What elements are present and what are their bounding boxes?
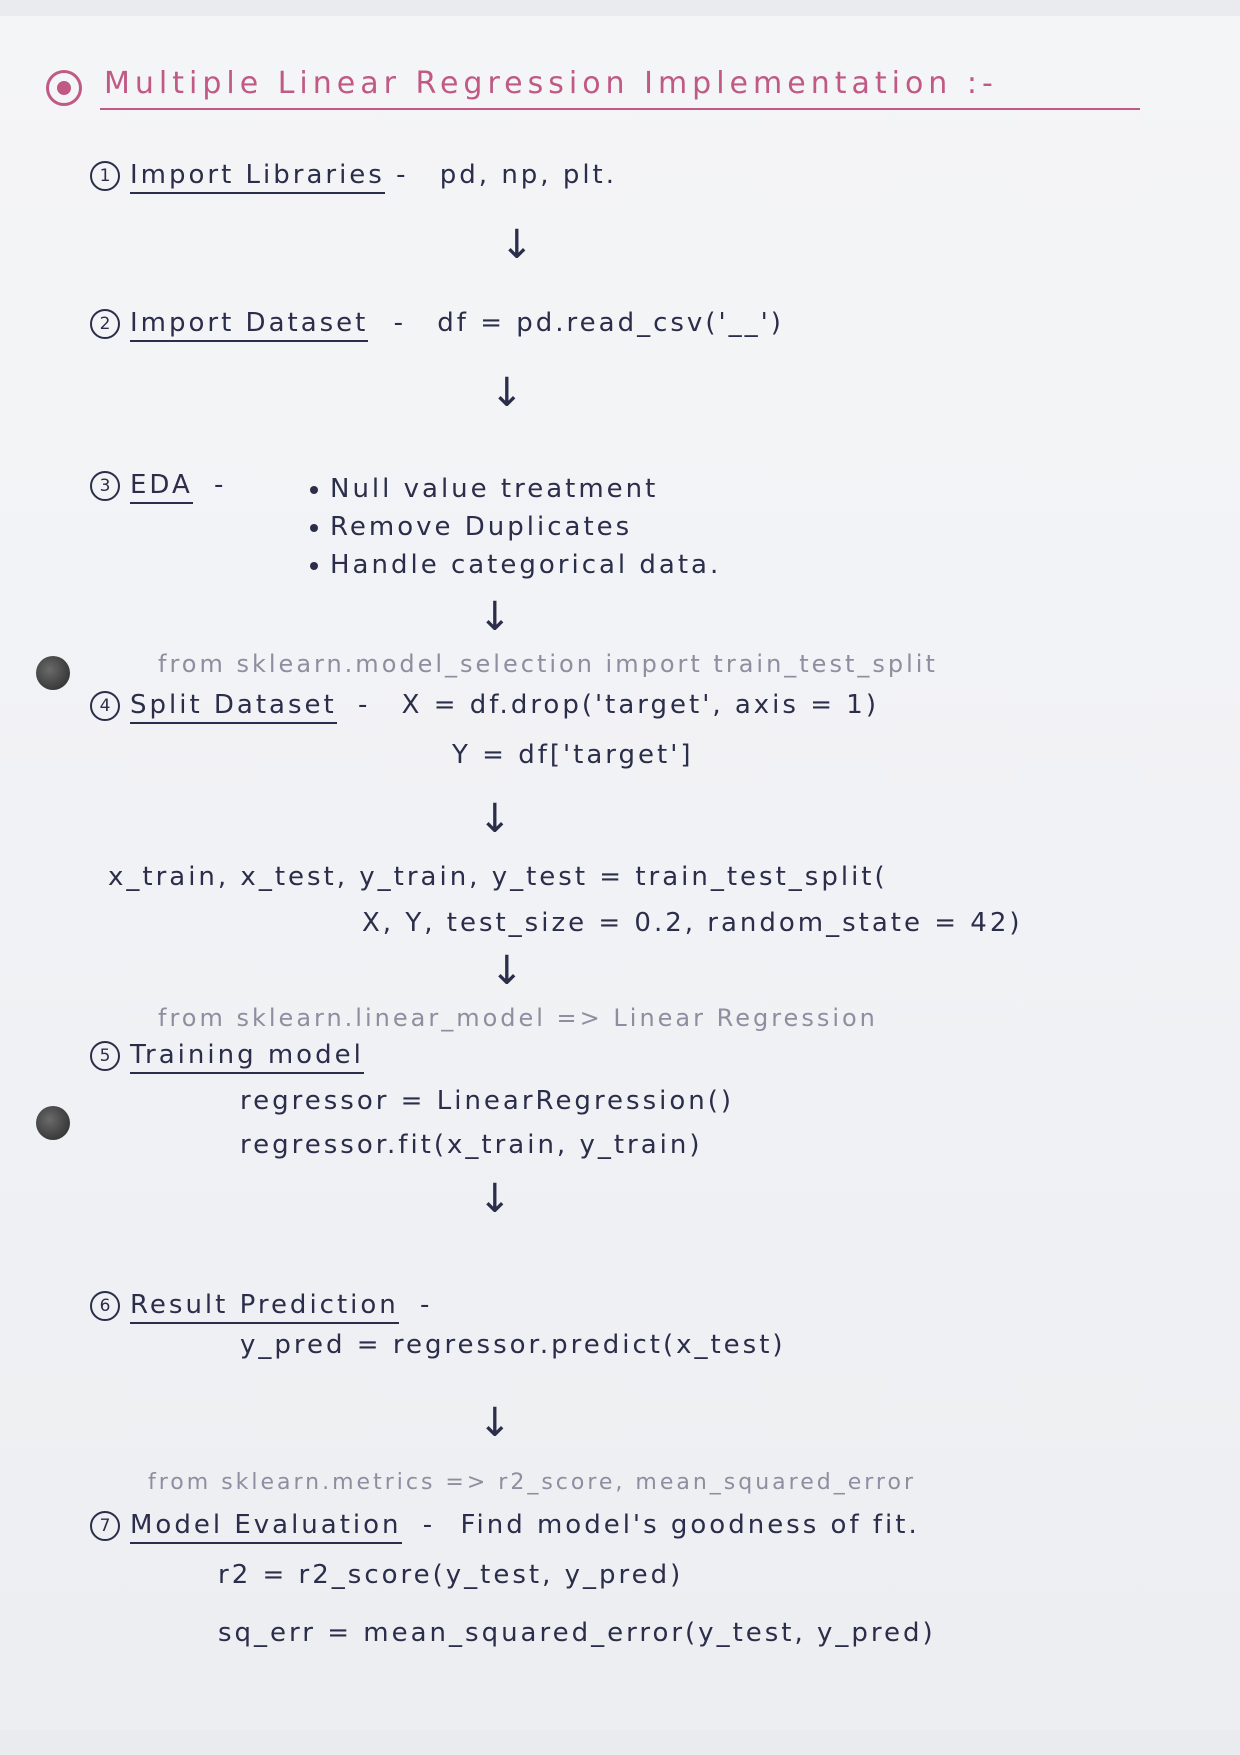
import-note: from sklearn.model_selection import trai… <box>158 650 938 678</box>
step-1: 1 Import Libraries - pd, np, plt. <box>90 160 618 194</box>
step-separator: - <box>214 470 227 500</box>
title-bullet-icon <box>46 70 82 106</box>
bullet-dot-icon <box>310 523 318 532</box>
step-5: 5 Training model <box>90 1040 364 1074</box>
step-separator: - <box>358 690 371 720</box>
step-number: 3 <box>90 470 120 501</box>
step-number: 2 <box>90 308 120 339</box>
step-2: 2 Import Dataset - df = pd.read_csv('__') <box>90 308 784 342</box>
step-description: Find model's goodness of fit. <box>460 1510 920 1540</box>
step-number: 4 <box>90 690 120 721</box>
step-code: y_pred = regressor.predict(x_test) <box>240 1330 786 1360</box>
step-separator: - <box>396 160 409 190</box>
step-code: X = df.drop('target', axis = 1) <box>401 690 879 720</box>
step-4: 4 Split Dataset - X = df.drop('target', a… <box>90 690 879 724</box>
step-label: Model Evaluation <box>130 1510 402 1544</box>
punch-hole-top <box>36 656 70 690</box>
step-code: regressor = LinearRegression() <box>240 1086 735 1116</box>
down-arrow-icon: ↓ <box>500 222 534 268</box>
step-code: pd, np, plt. <box>439 160 618 190</box>
step-code: sq_err = mean_squared_error(y_test, y_pr… <box>218 1618 936 1648</box>
step-number: 7 <box>90 1510 120 1541</box>
step-3: 3 EDA - <box>90 470 227 504</box>
step-label: Split Dataset <box>130 690 337 724</box>
down-arrow-icon: ↓ <box>478 796 512 842</box>
step-number: 6 <box>90 1290 120 1321</box>
title-underline <box>100 108 1140 110</box>
import-note: from sklearn.linear_model => Linear Regr… <box>158 1004 878 1032</box>
bullet-item: Remove Duplicates <box>310 508 721 546</box>
notebook-page <box>0 16 1240 1730</box>
step-label: Import Dataset <box>130 308 369 342</box>
down-arrow-icon: ↓ <box>478 594 512 640</box>
bullet-item: Null value treatment <box>310 470 721 508</box>
step-separator: - <box>422 1510 436 1540</box>
step-label: Result Prediction <box>130 1290 399 1324</box>
step-code: Y = df['target'] <box>452 740 694 770</box>
step-code: regressor.fit(x_train, y_train) <box>240 1130 703 1160</box>
step-7: 7 Model Evaluation - Find model's goodnes… <box>90 1510 920 1544</box>
bullet-item: Handle categorical data. <box>310 546 721 584</box>
split-code-line: x_train, x_test, y_train, y_test = train… <box>108 862 888 892</box>
step-code: df = pd.read_csv('__') <box>437 308 784 338</box>
eda-bullet-list: Null value treatment Remove Duplicates H… <box>310 470 721 584</box>
page-title: Multiple Linear Regression Implementatio… <box>104 66 998 101</box>
bullet-dot-icon <box>310 485 318 494</box>
step-label: Training model <box>130 1040 364 1074</box>
step-6: 6 Result Prediction - <box>90 1290 433 1324</box>
down-arrow-icon: ↓ <box>490 948 524 994</box>
down-arrow-icon: ↓ <box>490 370 524 416</box>
split-code-line: X, Y, test_size = 0.2, random_state = 42… <box>362 908 1023 938</box>
punch-hole-bottom <box>36 1106 70 1140</box>
step-separator: - <box>393 308 407 338</box>
step-code: r2 = r2_score(y_test, y_pred) <box>218 1560 684 1590</box>
step-number: 1 <box>90 160 120 191</box>
step-number: 5 <box>90 1040 120 1071</box>
import-note: from sklearn.metrics => r2_score, mean_s… <box>148 1470 916 1495</box>
step-label: EDA <box>130 470 193 504</box>
down-arrow-icon: ↓ <box>478 1400 512 1446</box>
bullet-dot-icon <box>310 561 318 570</box>
step-separator: - <box>420 1290 433 1320</box>
step-label: Import Libraries <box>130 160 385 194</box>
down-arrow-icon: ↓ <box>478 1176 512 1222</box>
